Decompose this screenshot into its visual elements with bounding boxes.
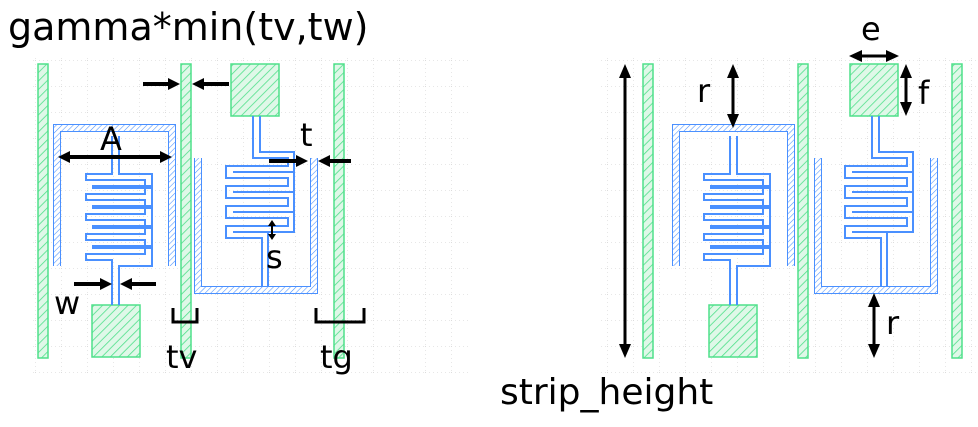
right-cap-1-fingers xyxy=(703,136,771,305)
dimension-arrows xyxy=(58,50,912,358)
arrow-w-left-head xyxy=(100,278,112,290)
title-label: gamma*min(tv,tw) xyxy=(8,5,368,49)
label-A: A xyxy=(100,120,122,158)
arrow-r-top-head-top xyxy=(727,64,739,78)
arrow-gap-left-head xyxy=(168,78,180,90)
right-cap-1-frame xyxy=(673,125,794,266)
label-t: t xyxy=(300,116,313,154)
label-tv: tv xyxy=(166,338,197,376)
left-panel xyxy=(37,63,345,359)
arrow-A-head-left xyxy=(58,151,70,163)
left-strip-2 xyxy=(180,63,192,359)
arrow-f-head-bottom xyxy=(900,102,912,116)
label-tg: tg xyxy=(320,338,353,376)
label-r-bottom: r xyxy=(886,304,900,342)
right-cap-2-fingers xyxy=(844,116,914,286)
arrow-A-head-right xyxy=(160,151,172,163)
label-w: w xyxy=(54,284,80,322)
arrow-s-head-bottom xyxy=(268,234,276,240)
arrow-e-head-right xyxy=(886,50,899,62)
right-top-pad xyxy=(849,63,899,117)
arrow-r-bottom-head-top xyxy=(868,293,880,307)
arrow-s-head-top xyxy=(268,220,276,226)
label-strip-height: strip_height xyxy=(500,372,713,413)
arrow-t-left-head xyxy=(296,155,308,167)
arrow-r-bottom-head-bottom xyxy=(868,344,880,358)
bracket-tv xyxy=(171,308,199,324)
right-strip-1 xyxy=(642,63,654,359)
label-e: e xyxy=(861,10,881,48)
arrow-gap-right-head xyxy=(192,78,204,90)
arrow-strip-height-top xyxy=(619,64,631,78)
label-s: s xyxy=(266,238,283,276)
arrow-r-top-head-bottom xyxy=(727,114,739,128)
arrow-t-right-head xyxy=(318,155,330,167)
left-cap-1-frame xyxy=(54,125,175,266)
bracket-tg xyxy=(314,308,366,324)
left-cap-1-fingers xyxy=(85,136,153,305)
label-r-top: r xyxy=(697,72,711,110)
left-cap-2-frame xyxy=(195,158,317,293)
right-cap-2-frame xyxy=(815,158,937,293)
right-bottom-pad xyxy=(708,304,758,358)
left-top-pad xyxy=(230,63,280,117)
right-strip-3 xyxy=(951,63,963,359)
right-panel xyxy=(642,63,963,359)
label-f: f xyxy=(918,74,930,112)
left-strip-1 xyxy=(37,63,49,359)
arrow-w-right-head xyxy=(120,278,132,290)
left-bottom-pad xyxy=(91,304,141,358)
arrow-f-head-top xyxy=(900,64,912,78)
arrow-strip-height-bottom xyxy=(619,344,631,358)
left-strip-3 xyxy=(333,63,345,359)
arrow-e-head-left xyxy=(849,50,862,62)
right-strip-2 xyxy=(797,63,809,359)
